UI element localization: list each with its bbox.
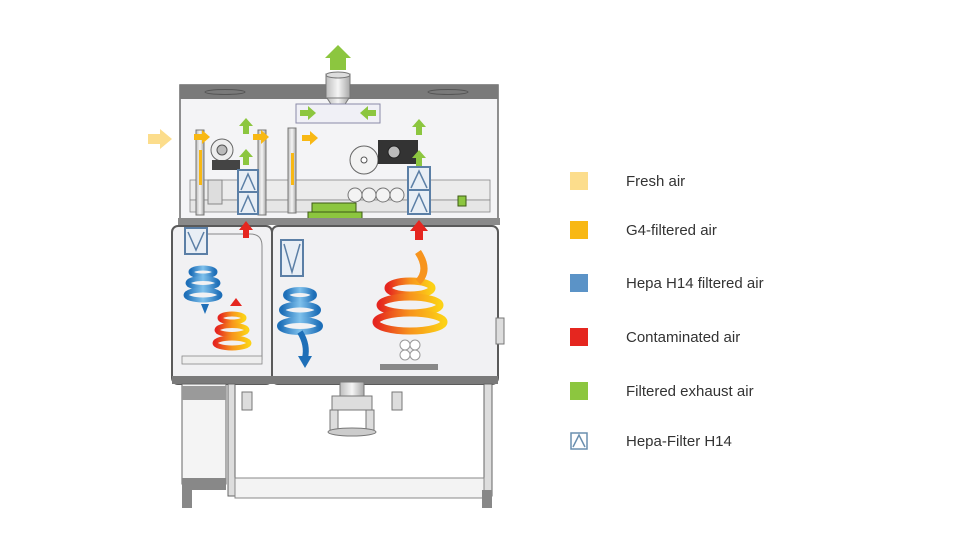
upper-housing bbox=[179, 71, 499, 223]
hepa-filtered-air-swatch bbox=[570, 274, 588, 292]
legend-label: Hepa-Filter H14 bbox=[626, 432, 732, 450]
filtered-exhaust-air-swatch bbox=[570, 382, 588, 400]
g4-arrow-2 bbox=[253, 130, 269, 144]
contaminated-airflow-spiral-right bbox=[372, 250, 448, 361]
legend-label: Fresh air bbox=[626, 172, 686, 190]
exhaust-arrow-duct-left bbox=[300, 106, 316, 120]
hepa-filter-icon bbox=[570, 432, 588, 450]
contaminated-arrow-right bbox=[410, 220, 428, 240]
hepa-airflow-spiral-center bbox=[277, 287, 323, 368]
exhaust-arrow-top bbox=[325, 45, 351, 70]
exhaust-arrow-left-upper bbox=[239, 118, 253, 134]
fresh-air-inlet-arrow bbox=[148, 129, 172, 149]
hepa-filter-lower-left bbox=[184, 227, 208, 255]
g4-filtered-air-swatch bbox=[570, 221, 588, 239]
legend-label: Hepa H14 filtered air bbox=[626, 274, 764, 292]
exhaust-arrow-right-lower bbox=[412, 150, 426, 166]
stand bbox=[181, 381, 493, 508]
g4-arrow-3 bbox=[302, 131, 318, 145]
contaminated-air-swatch bbox=[570, 328, 588, 346]
exhaust-arrow-duct-right bbox=[360, 106, 376, 120]
hepa-filter-lower-center bbox=[280, 239, 304, 277]
lower-chambers bbox=[171, 225, 505, 385]
contaminated-airflow-spiral-left bbox=[212, 298, 252, 351]
g4-arrow-1 bbox=[194, 130, 210, 144]
fresh-air-swatch bbox=[570, 172, 588, 190]
housing-separator bbox=[178, 218, 500, 225]
hepa-filter-upper-left bbox=[237, 169, 259, 215]
legend-label: Contaminated air bbox=[626, 328, 741, 346]
contaminated-arrow-left bbox=[239, 221, 253, 238]
legend-label: Filtered exhaust air bbox=[626, 382, 754, 400]
isolator-airflow-diagram bbox=[148, 45, 505, 508]
exhaust-arrow-right-upper bbox=[412, 119, 426, 135]
exhaust-arrow-left-lower bbox=[239, 149, 253, 165]
hepa-filter-upper-right bbox=[407, 166, 431, 215]
legend-label: G4-filtered air bbox=[626, 221, 717, 239]
airflow-arrows bbox=[148, 45, 428, 240]
hepa-airflow-spiral-left bbox=[183, 265, 223, 314]
